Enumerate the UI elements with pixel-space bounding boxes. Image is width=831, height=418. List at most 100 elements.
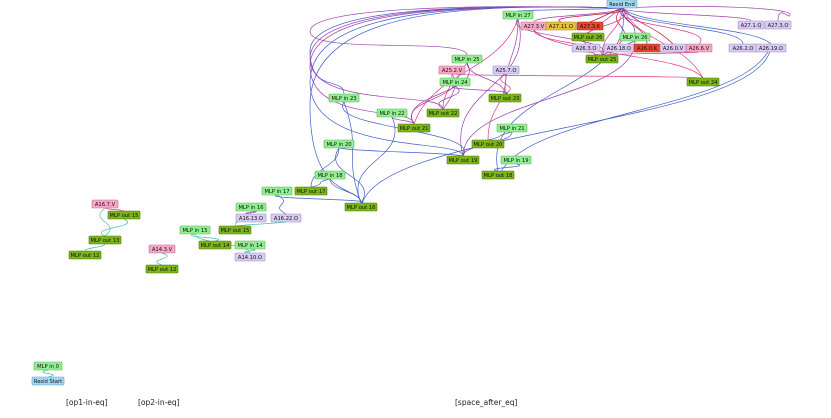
node-mlp-out-15-b[interactable]: MLP out 15 — [218, 225, 252, 235]
edge-resid_end-to-a27_11_o — [558, 7, 625, 23]
node-label: MLP out 22 — [429, 111, 458, 117]
node-label: A27.3.K — [580, 24, 601, 30]
node-mlp-out-20[interactable]: MLP out 20 — [471, 139, 505, 149]
node-a16-13-o[interactable]: A16.13.O — [235, 213, 267, 223]
node-a16-7-v[interactable]: A16.7.V — [91, 199, 119, 209]
node-a26-18-o[interactable]: A26.18.O — [603, 43, 635, 53]
node-a25-7-o[interactable]: A25.7.O — [492, 65, 520, 75]
node-mlp-in-19[interactable]: MLP in 19 — [500, 155, 532, 165]
node-box — [261, 186, 293, 196]
node-box — [471, 139, 505, 149]
node-label: MLP in 16 — [238, 205, 263, 211]
node-resid-start[interactable]: Resid Start — [31, 376, 65, 386]
node-box — [314, 170, 346, 180]
edge-mlp_in_21-to-mlp_out_20 — [487, 131, 513, 141]
node-mlp-in-15[interactable]: MLP in 15 — [179, 225, 211, 235]
node-label: MLP in 21 — [499, 126, 524, 132]
node-label: A26.19.O — [759, 46, 783, 52]
node-a16-22-o[interactable]: A16.22.O — [270, 213, 302, 223]
node-box — [571, 32, 605, 42]
node-a27-3-k[interactable]: A27.3.K — [576, 21, 604, 31]
node-mlp-in-18[interactable]: MLP in 18 — [314, 170, 346, 180]
node-label: MLP in 25 — [454, 57, 479, 63]
edge-a26_6_v-to-mlp_out_25 — [601, 51, 700, 56]
node-a14-3-v[interactable]: A14.3.V — [148, 244, 176, 254]
node-mlp-in-17[interactable]: MLP in 17 — [261, 186, 293, 196]
node-mlp-out-24[interactable]: MLP out 24 — [686, 77, 720, 87]
node-box — [571, 43, 601, 53]
node-mlp-out-23[interactable]: MLP out 23 — [488, 93, 522, 103]
node-mlp-out-15-a[interactable]: MLP out 15 — [107, 210, 141, 220]
node-a26-19-o[interactable]: A26.19.O — [755, 43, 787, 53]
node-box — [234, 240, 266, 250]
node-a27-1-q[interactable]: A27.1.Q — [737, 20, 765, 30]
node-mlp-out-18[interactable]: MLP out 18 — [481, 170, 515, 180]
node-box — [585, 54, 619, 64]
edge-mlp_in_15-to-mlp_out_14 — [191, 233, 219, 242]
node-mlp-out-12-a[interactable]: MLP out 12 — [68, 250, 102, 260]
node-label: MLP in 27 — [505, 13, 530, 19]
edge-resid_end-to-mlp_out_18 — [496, 7, 624, 172]
edge-a16_7_v-to-mlp_out_15_a — [104, 207, 125, 212]
node-mlp-out-19[interactable]: MLP out 19 — [446, 155, 480, 165]
node-a27-11-o[interactable]: A27.11.O — [545, 21, 577, 31]
node-a26-0-v[interactable]: A26.0.V — [659, 43, 687, 53]
node-box — [33, 361, 63, 371]
node-mlp-out-22[interactable]: MLP out 22 — [426, 108, 460, 118]
edge-mlp_in_27-to-mlp_out_19 — [460, 18, 521, 157]
node-a27-3-v[interactable]: A27.3.V — [520, 21, 548, 31]
node-label: MLP in 17 — [264, 189, 289, 195]
node-mlp-in-22[interactable]: MLP in 22 — [376, 108, 408, 118]
node-mlp-in-25[interactable]: MLP in 25 — [451, 54, 483, 64]
node-box — [438, 65, 466, 75]
node-mlp-out-12-b[interactable]: MLP out 12 — [145, 264, 179, 274]
node-label: MLP in 26 — [622, 35, 647, 41]
node-box — [545, 21, 577, 31]
node-mlp-out-17[interactable]: MLP out 17 — [294, 186, 328, 196]
node-box — [88, 235, 122, 245]
node-a14-10-o[interactable]: A14.10.O — [234, 252, 266, 262]
node-mlp-out-21[interactable]: MLP out 21 — [397, 123, 431, 133]
node-mlp-out-26[interactable]: MLP out 26 — [571, 32, 605, 42]
node-label: A14.3.V — [152, 247, 173, 253]
node-a27-3-o[interactable]: A27.3.O — [764, 20, 792, 30]
node-label: MLP out 14 — [201, 243, 231, 249]
node-a26-2-o[interactable]: A26.2.O — [728, 43, 758, 53]
node-mlp-in-26[interactable]: MLP in 26 — [619, 32, 651, 42]
node-a26-3-o[interactable]: A26.3.O — [571, 43, 601, 53]
node-resid-end[interactable]: Resid End — [606, 0, 638, 9]
node-mlp-out-25[interactable]: MLP out 25 — [585, 54, 619, 64]
node-mlp-in-21[interactable]: MLP in 21 — [496, 123, 528, 133]
edge-a16_22_o-to-mlp_out_15_b — [234, 221, 287, 227]
node-label: A26.2.O — [733, 46, 754, 52]
node-box — [344, 202, 378, 212]
node-mlp-in-20[interactable]: MLP in 20 — [323, 139, 355, 149]
node-label: A26.18.O — [607, 46, 631, 52]
node-mlp-in-23[interactable]: MLP in 23 — [328, 93, 360, 103]
node-mlp-in-16[interactable]: MLP in 16 — [235, 202, 267, 212]
node-box — [294, 186, 328, 196]
node-label: MLP out 24 — [689, 80, 719, 86]
node-box — [737, 20, 765, 30]
node-label: A26.0.V — [663, 46, 684, 52]
edge-mlp_in_24-to-mlp_out_22 — [438, 85, 460, 110]
edge-resid_end-to-a26_2_o — [621, 7, 744, 45]
node-box — [234, 252, 266, 262]
node-mlp-in-27[interactable]: MLP in 27 — [502, 10, 534, 20]
node-mlp-in-0[interactable]: MLP in 0 — [33, 361, 63, 371]
node-label: A16.13.O — [239, 216, 263, 222]
edge-mlp_in_18-to-mlp_out_17 — [310, 178, 331, 188]
node-mlp-out-16[interactable]: MLP out 16 — [344, 202, 378, 212]
node-label: MLP out 15 — [221, 228, 250, 234]
node-a25-2-v[interactable]: A25.2.V — [438, 65, 466, 75]
node-box — [148, 244, 176, 254]
edge-resid_end-to-a26_0_v — [621, 7, 674, 45]
node-mlp-out-13[interactable]: MLP out 13 — [88, 235, 122, 245]
node-mlp-in-24[interactable]: MLP in 24 — [439, 77, 471, 87]
node-mlp-in-14[interactable]: MLP in 14 — [234, 240, 266, 250]
node-box — [426, 108, 460, 118]
node-a26-6-v[interactable]: A26.6.V — [685, 43, 713, 53]
node-a26-0-k[interactable]: A26.0.K — [633, 43, 661, 53]
node-mlp-out-14[interactable]: MLP out 14 — [198, 240, 232, 250]
